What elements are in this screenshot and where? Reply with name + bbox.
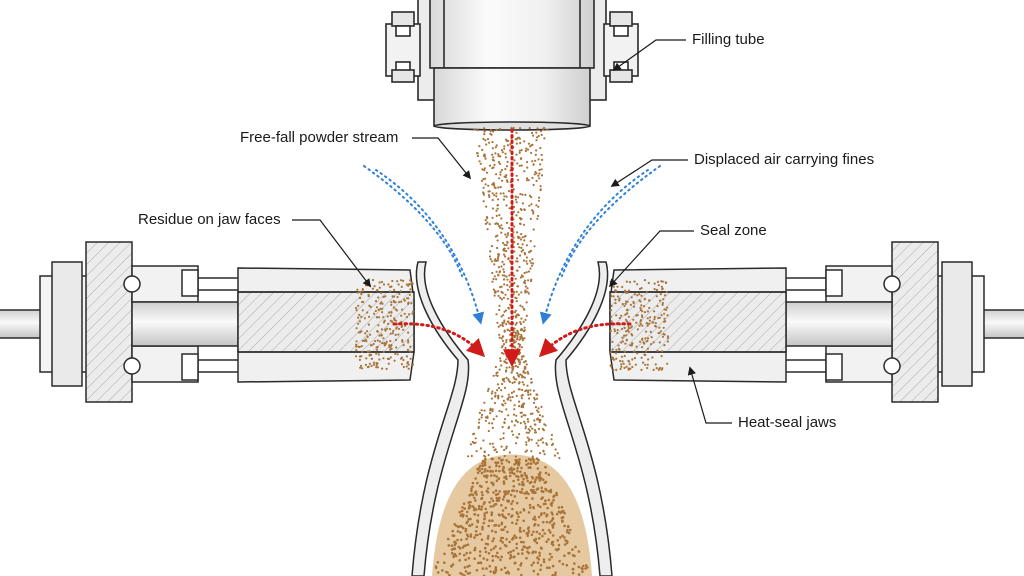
filling-tube	[385, 0, 639, 131]
label-seal-zone: Seal zone	[700, 222, 767, 239]
label-filling-tube: Filling tube	[692, 31, 765, 48]
bag-film-left-wall	[411, 261, 470, 576]
label-heat-seal-jaws: Heat-seal jaws	[738, 414, 837, 431]
residue-arrow-left	[392, 322, 486, 358]
bolt-icon	[391, 11, 415, 83]
flow-arrows	[363, 128, 661, 368]
jaw-face-residue	[354, 278, 670, 371]
heat-seal-jaw-right	[609, 241, 1024, 403]
air-flow-arrow-left	[363, 165, 485, 325]
heat-seal-jaw-left	[0, 241, 415, 403]
label-free-fall-stream: Free-fall powder stream	[240, 129, 399, 146]
bolt-icon	[123, 269, 199, 297]
bolt-icon	[825, 269, 901, 297]
bolt-icon	[123, 353, 199, 381]
bag-film-right-wall	[554, 261, 613, 576]
leader-lines	[292, 39, 732, 424]
residue-arrow-right	[538, 322, 632, 358]
air-flow-arrow-right	[539, 165, 661, 325]
bolt-icon	[825, 353, 901, 381]
label-displaced-air: Displaced air carrying fines	[694, 151, 875, 168]
label-residue-on-jaws: Residue on jaw faces	[138, 211, 281, 228]
bolt-icon	[609, 11, 633, 83]
